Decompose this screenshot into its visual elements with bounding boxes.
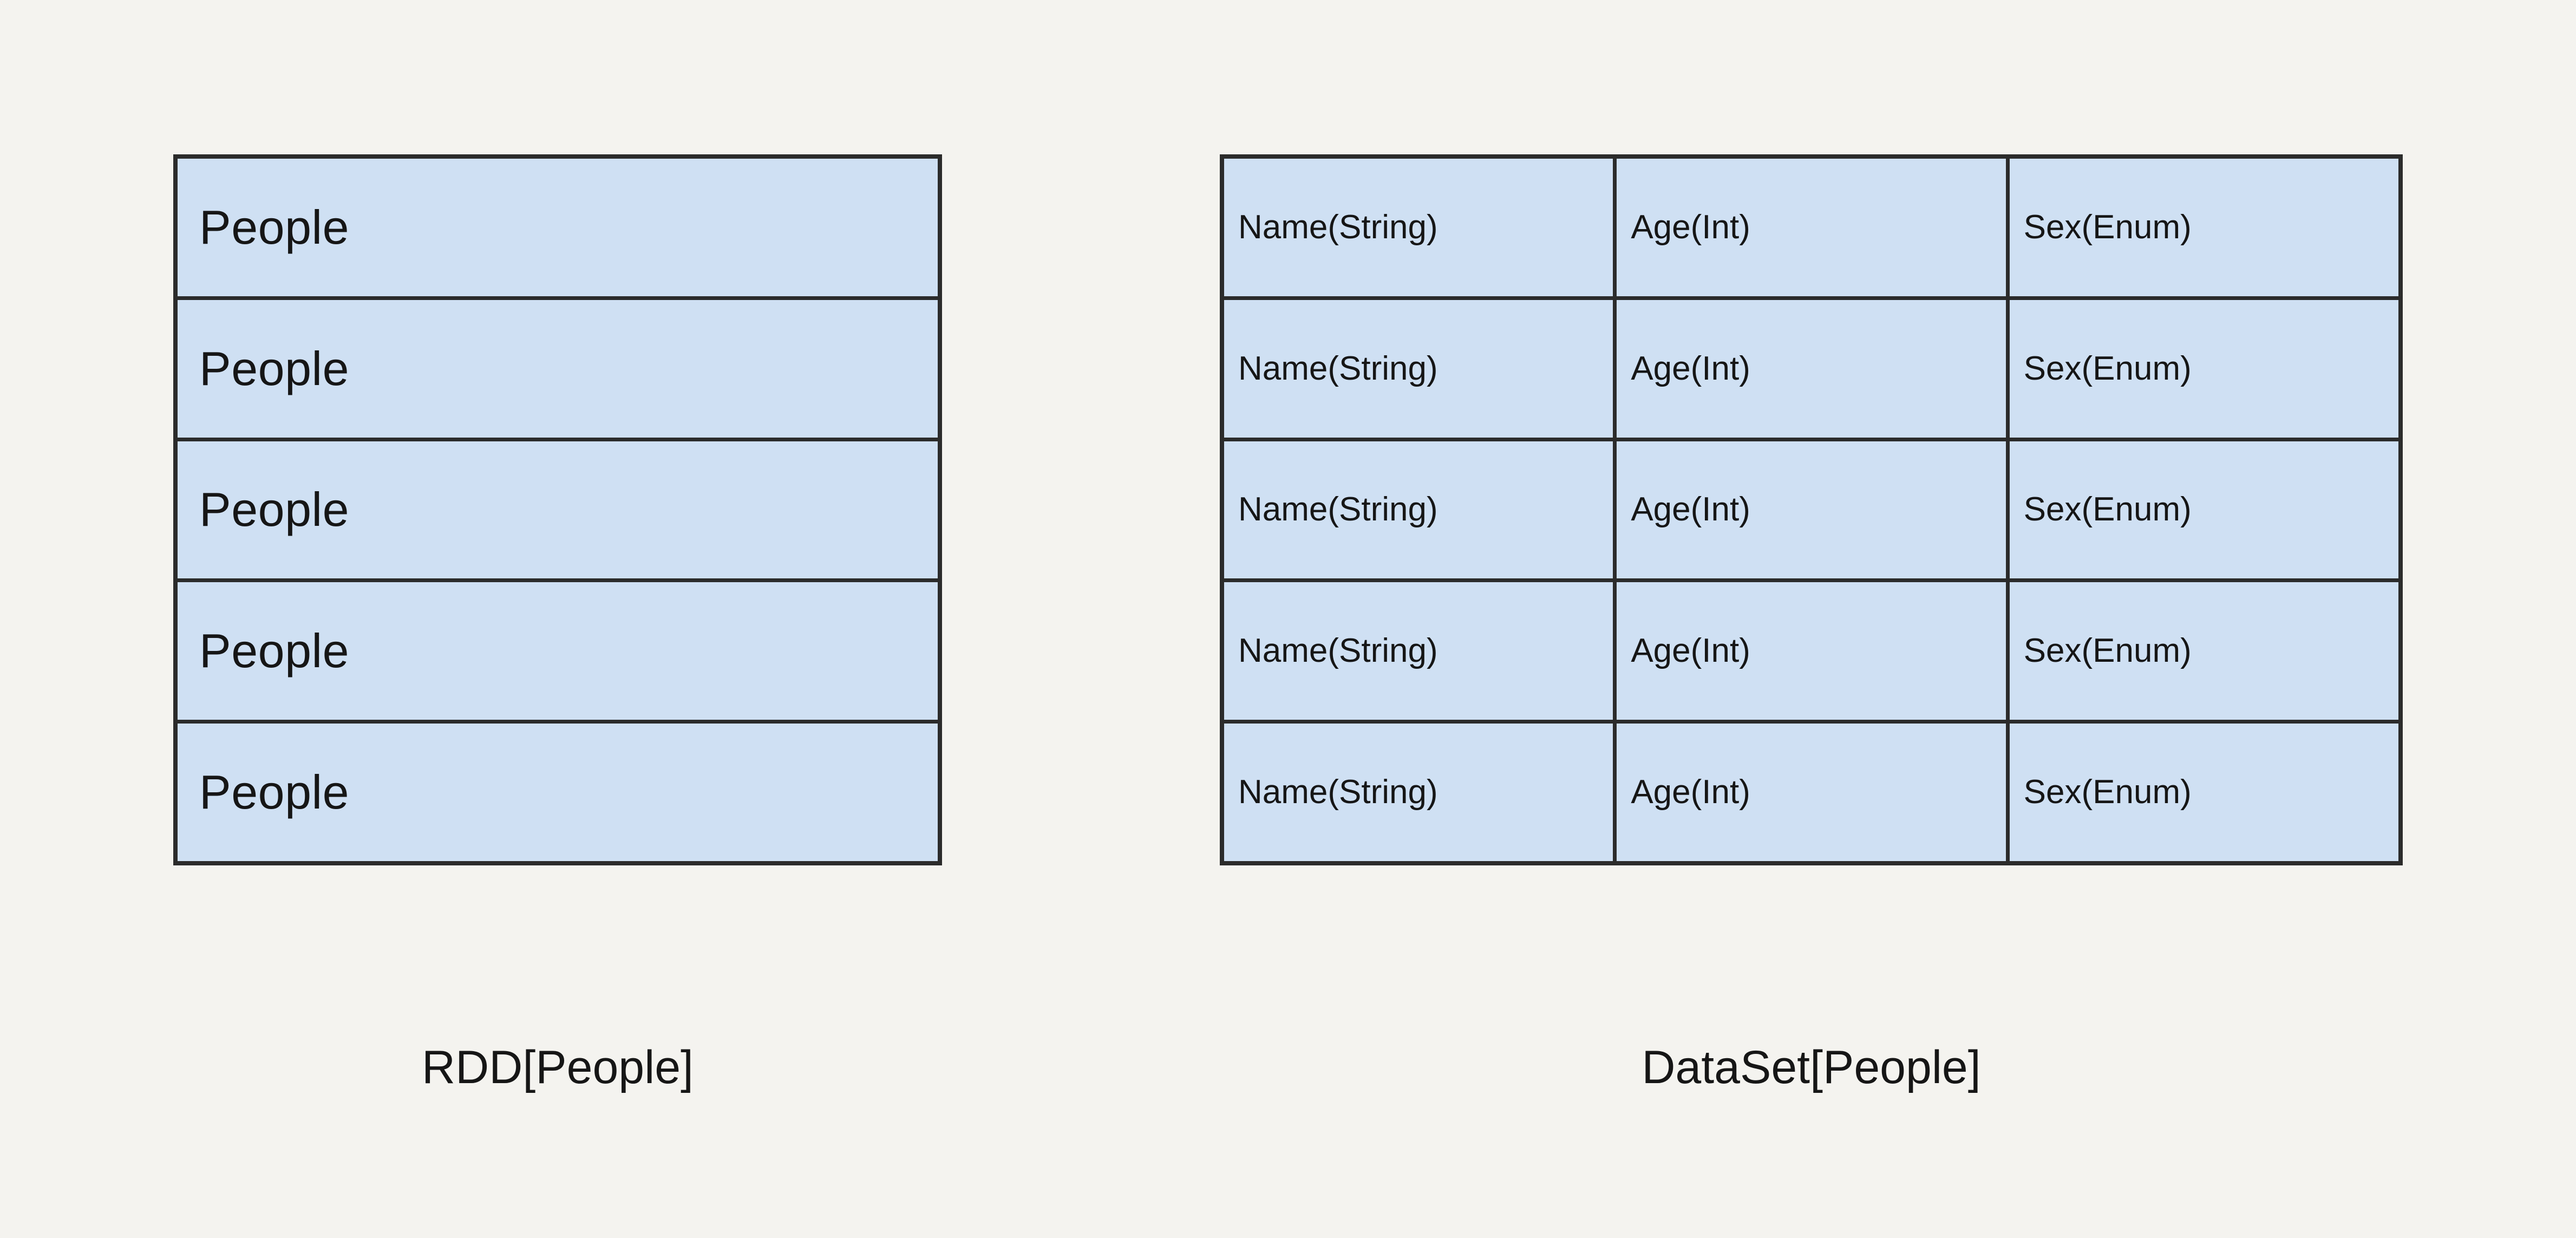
table-cell-name: Name(String) (1224, 299, 1617, 438)
table-cell-label: Sex(Enum) (2023, 349, 2192, 387)
table-cell-label: Sex(Enum) (2023, 632, 2192, 670)
table-cell-label: Sex(Enum) (2023, 491, 2192, 529)
table-cell-sex: Sex(Enum) (2009, 159, 2398, 296)
table-cell-label: Age(Int) (1631, 491, 1750, 529)
table-cell-sex: Sex(Enum) (2009, 582, 2398, 720)
table-row: Name(String) Age(Int) Sex(Enum) (1224, 724, 2398, 861)
table-cell-sex: Sex(Enum) (2009, 441, 2398, 579)
table-cell-name: Name(String) (1224, 724, 1617, 861)
table-cell-age: Age(Int) (1617, 299, 2010, 438)
table-cell-age: Age(Int) (1617, 582, 2010, 720)
table-cell-age: Age(Int) (1617, 441, 2010, 579)
rdd-row: People (178, 159, 938, 300)
table-cell-label: Name(String) (1238, 491, 1438, 529)
table-cell-name: Name(String) (1224, 582, 1617, 720)
table-cell-sex: Sex(Enum) (2009, 299, 2398, 438)
table-row: Name(String) Age(Int) Sex(Enum) (1224, 159, 2398, 300)
dataset-diagram-group: Name(String) Age(Int) Sex(Enum) Name(Str… (1220, 154, 2403, 865)
table-row: Name(String) Age(Int) Sex(Enum) (1224, 582, 2398, 724)
rdd-box: People People People People People (173, 154, 942, 865)
table-cell-label: Name(String) (1238, 773, 1438, 811)
rdd-diagram-group: People People People People People (173, 154, 942, 865)
table-cell-label: Age(Int) (1631, 349, 1750, 387)
rdd-row-label: People (199, 200, 350, 254)
table-cell-label: Sex(Enum) (2023, 208, 2192, 246)
rdd-row: People (178, 724, 938, 861)
table-cell-label: Age(Int) (1631, 773, 1750, 811)
rdd-row-label: People (199, 765, 350, 819)
table-cell-name: Name(String) (1224, 159, 1617, 296)
table-cell-label: Name(String) (1238, 349, 1438, 387)
rdd-row: People (178, 582, 938, 724)
table-cell-sex: Sex(Enum) (2009, 724, 2398, 861)
table-cell-age: Age(Int) (1617, 159, 2010, 296)
table-cell-label: Age(Int) (1631, 208, 1750, 246)
rdd-row: People (178, 441, 938, 583)
rdd-caption: RDD[People] (422, 1041, 694, 1093)
dataset-table: Name(String) Age(Int) Sex(Enum) Name(Str… (1220, 154, 2403, 865)
table-cell-label: Sex(Enum) (2023, 773, 2192, 811)
dataset-caption: DataSet[People] (1642, 1041, 1981, 1093)
rdd-row-label: People (199, 624, 350, 678)
table-cell-label: Age(Int) (1631, 632, 1750, 670)
rdd-row: People (178, 299, 938, 441)
rdd-row-label: People (199, 341, 350, 395)
table-row: Name(String) Age(Int) Sex(Enum) (1224, 441, 2398, 583)
rdd-row-label: People (199, 483, 350, 537)
table-row: Name(String) Age(Int) Sex(Enum) (1224, 299, 2398, 441)
table-cell-name: Name(String) (1224, 441, 1617, 579)
table-cell-age: Age(Int) (1617, 724, 2010, 861)
table-cell-label: Name(String) (1238, 632, 1438, 670)
table-cell-label: Name(String) (1238, 208, 1438, 246)
